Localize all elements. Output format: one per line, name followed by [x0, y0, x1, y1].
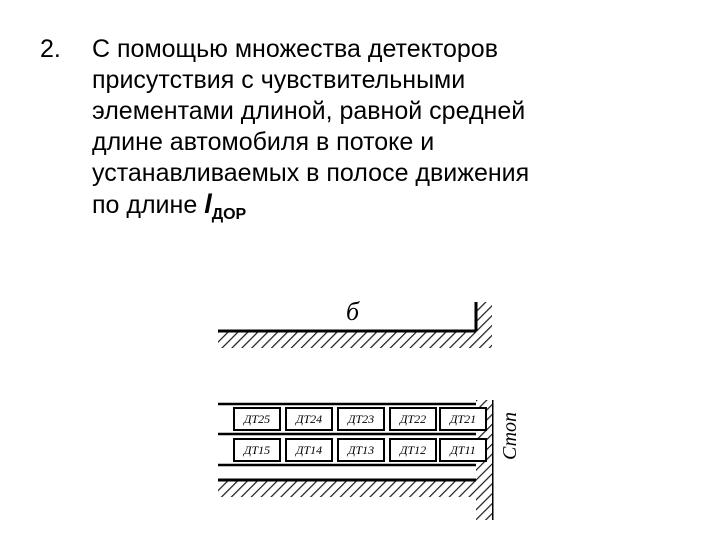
text-line-1: С помощью множества детекторов	[92, 35, 498, 63]
detector-label: ДТ24	[295, 412, 322, 426]
detector-label: ДТ25	[243, 412, 270, 426]
figure-letter: б	[346, 297, 360, 326]
detector-label: ДТ13	[347, 443, 374, 457]
detector-box	[389, 438, 437, 462]
detector-label: ДТ15	[243, 443, 270, 457]
detector-row-bottom: ДТ15 ДТ14 ДТ13 ДТ12 ДТ11	[233, 438, 487, 462]
detector-box	[285, 407, 333, 431]
text-line-3: элементами длиной, равной средней	[92, 97, 526, 125]
length-symbol: l	[204, 189, 212, 219]
text-line-2: присутствия с чувствительными	[92, 66, 466, 94]
detector-label: ДТ22	[399, 412, 426, 426]
length-subscript: ДОР	[211, 206, 247, 223]
detector-box	[439, 438, 487, 462]
top-curb-end-hatch	[476, 302, 492, 348]
detector-box	[337, 438, 385, 462]
bottom-curb	[218, 478, 476, 497]
bottom-curb-hatch	[218, 481, 476, 497]
detector-box	[439, 407, 487, 431]
detector-row-top: ДТ25 ДТ24 ДТ23 ДТ22 ДТ21	[233, 407, 487, 431]
detector-box	[233, 438, 281, 462]
detector-box	[233, 407, 281, 431]
text-line-6: по длине lДОР	[92, 189, 700, 230]
detector-box	[337, 407, 385, 431]
bullet-item: 2. С помощью множества детекторов присут…	[40, 34, 700, 230]
detector-box	[285, 438, 333, 462]
list-number: 2.	[40, 35, 61, 63]
text-line-6-prefix: по длине	[92, 191, 205, 219]
item-text: С помощью множества детекторов присутств…	[92, 34, 700, 230]
text-line-5: устанавливаемых в полосе движения	[92, 159, 530, 187]
detector-box	[389, 407, 437, 431]
top-curb-hatch	[218, 332, 486, 348]
top-curb	[218, 302, 492, 348]
text-line-4: длине автомобиля в потоке и	[92, 128, 435, 156]
stop-label: Стоп	[499, 412, 521, 460]
detector-layout-figure: б Стоп ДТ25 ДТ24 ДТ23 ДТ22 ДТ21 ДТ15 ДТ1…	[218, 297, 521, 520]
detector-label: ДТ14	[295, 443, 322, 457]
detector-label: ДТ11	[449, 443, 475, 457]
detector-label: ДТ21	[449, 412, 476, 426]
detector-label: ДТ12	[399, 443, 426, 457]
detector-label: ДТ23	[347, 412, 374, 426]
